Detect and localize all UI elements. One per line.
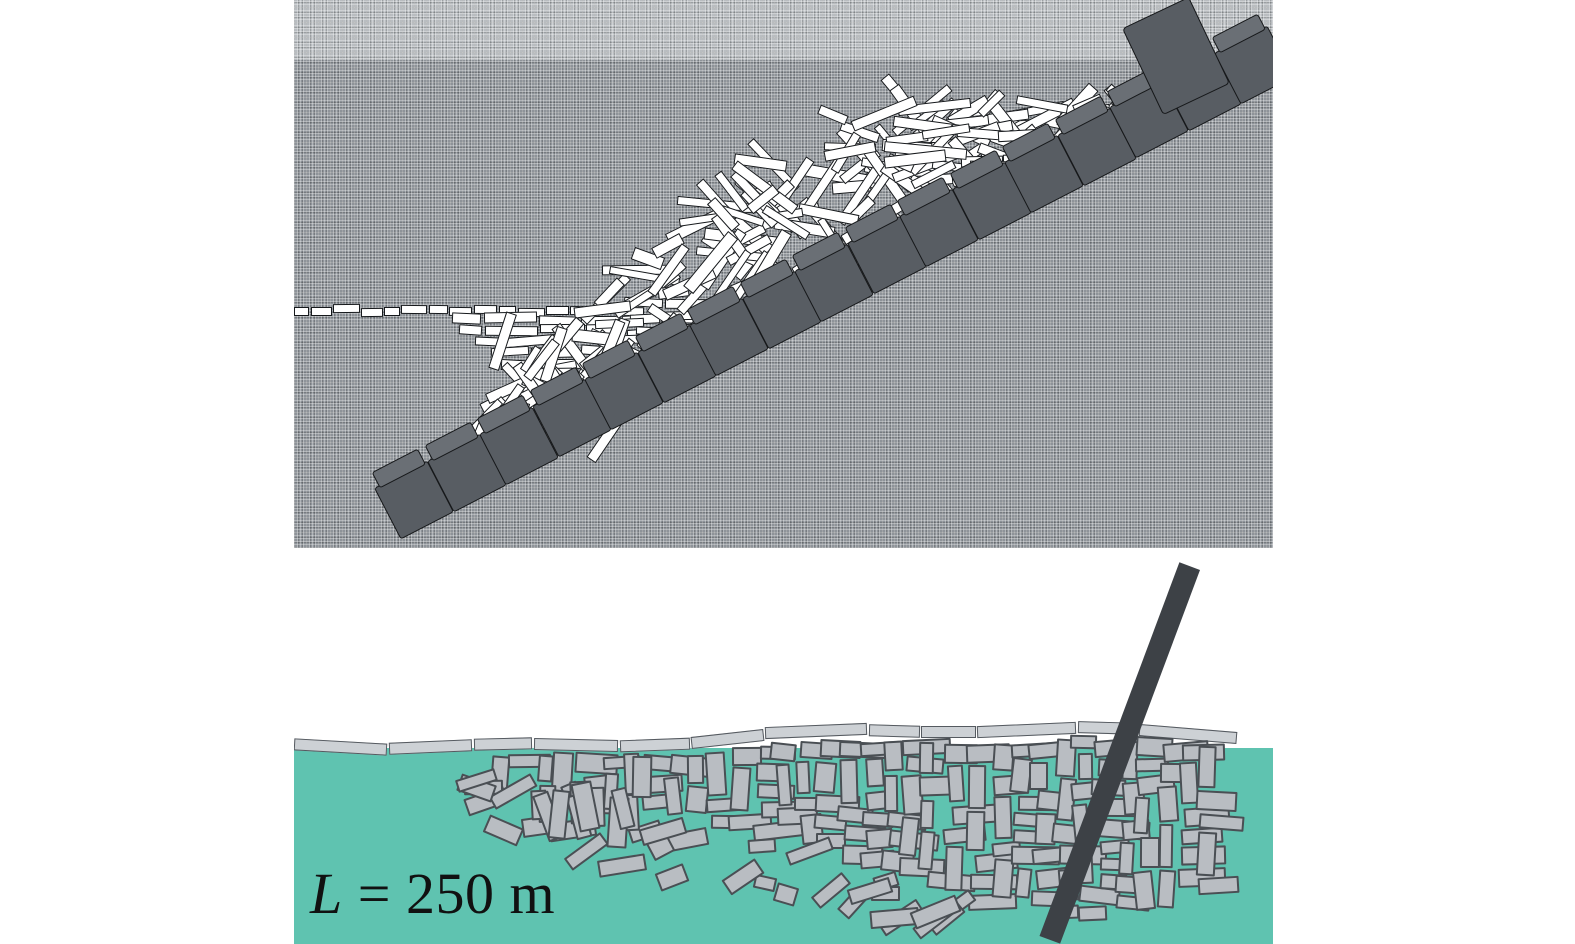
length-equals: =: [342, 861, 406, 926]
surface-plate: [765, 722, 868, 739]
surface-plate: [868, 724, 920, 739]
packed-block: [839, 759, 859, 805]
length-unit: m: [494, 861, 556, 926]
packed-block: [992, 796, 1012, 840]
packed-block: [919, 799, 936, 829]
packed-block: [864, 757, 885, 788]
packed-block: [1029, 762, 1049, 790]
packed-block: [1156, 869, 1177, 909]
packed-block: [812, 761, 837, 795]
packed-block: [884, 774, 899, 813]
surface-layer-block: [383, 306, 400, 316]
surface-plate: [474, 737, 533, 751]
packed-block: [687, 754, 705, 784]
packed-block: [1158, 823, 1174, 869]
packed-block: [1132, 796, 1151, 835]
packed-block: [1077, 905, 1107, 923]
surface-plate: [976, 721, 1077, 738]
surface-plate: [534, 737, 619, 752]
surface-layer-block: [546, 306, 569, 316]
packed-block: [1140, 836, 1161, 868]
packed-block: [1117, 841, 1135, 875]
packed-block: [1197, 876, 1240, 896]
packed-block: [967, 765, 986, 810]
packed-block: [1156, 785, 1180, 823]
detached-block: [631, 755, 653, 799]
length-value: 250: [405, 861, 495, 926]
packed-block: [946, 764, 966, 803]
top-panel: [294, 0, 1273, 548]
length-symbol: L: [310, 861, 343, 926]
packed-block: [1195, 831, 1218, 877]
accumulated-block: [451, 311, 482, 324]
surface-layer-block: [360, 307, 383, 317]
upper-hatched-band: [294, 0, 1273, 60]
packed-block: [918, 742, 934, 775]
packed-block: [1197, 745, 1217, 788]
packed-block: [1077, 753, 1093, 781]
packed-block: [704, 751, 728, 797]
packed-block: [769, 741, 798, 762]
surface-layer-block: [310, 306, 332, 316]
packed-block: [1195, 790, 1238, 813]
bottom-panel: L = 250 m: [294, 560, 1273, 944]
detached-block: [747, 837, 777, 855]
packed-block: [883, 740, 904, 772]
surface-layer-block: [401, 304, 428, 315]
surface-layer-block: [332, 304, 360, 314]
surface-plate: [920, 726, 976, 739]
length-annotation: L = 250 m: [310, 860, 555, 927]
packed-block: [795, 760, 812, 795]
packed-block: [965, 810, 987, 852]
packed-block: [944, 845, 964, 891]
surface-layer-block: [428, 305, 448, 315]
surface-layer-block: [294, 307, 310, 317]
accumulated-block: [459, 324, 483, 336]
